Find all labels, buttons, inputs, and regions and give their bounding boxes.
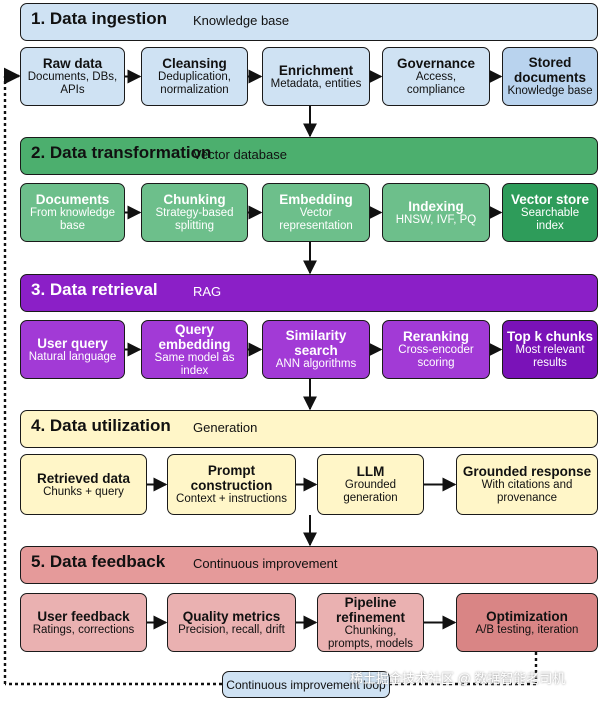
step-title: Prompt construction — [190, 462, 273, 494]
step-subtitle: Documents, DBs, APIs — [27, 71, 118, 97]
continuous-improvement-loop-label: Continuous improvement loop — [222, 671, 390, 698]
section-title: 3. Data retrieval — [31, 280, 158, 299]
section-subtitle: Generation — [193, 420, 258, 435]
step-title: User query — [37, 335, 108, 351]
step-title: Enrichment — [278, 62, 354, 78]
step-title: Similarity search — [285, 327, 347, 359]
step-subtitle: HNSW, IVF, PQ — [395, 213, 477, 226]
step-title: Stored documents — [513, 54, 586, 86]
section-title: 5. Data feedback — [31, 552, 166, 571]
step-title: Governance — [396, 56, 476, 72]
step-subtitle: Metadata, entities — [270, 77, 362, 90]
step-title: Top k chunks — [506, 329, 593, 345]
step-subtitle: Precision, recall, drift — [178, 623, 285, 636]
section-subtitle: Knowledge base — [193, 13, 290, 28]
step-title: User feedback — [37, 608, 130, 624]
step-subtitle: With citations and provenance — [481, 479, 573, 505]
step-subtitle: Same model as index — [154, 351, 235, 377]
step-title: Indexing — [408, 198, 464, 214]
step-subtitle: A/B testing, iteration — [475, 623, 579, 636]
section-subtitle: Continuous improvement — [193, 556, 338, 571]
step-subtitle: Deduplication, normalization — [158, 71, 231, 97]
step-subtitle: Strategy-based splitting — [155, 207, 234, 233]
section-banner-feedback: 5. Data feedback Continuous improvement — [20, 546, 598, 584]
step-title: Grounded response — [462, 464, 592, 480]
step-title: Vector store — [510, 192, 590, 208]
section-title: 1. Data ingestion — [31, 9, 168, 28]
step-subtitle: Searchable index — [520, 207, 580, 233]
step-subtitle: Vector representation — [279, 207, 353, 233]
step-subtitle: Most relevant results — [515, 344, 585, 370]
step-title: Pipeline refinement — [335, 594, 406, 625]
step-title: Documents — [35, 192, 110, 208]
step-subtitle: Ratings, corrections — [32, 623, 135, 636]
step-subtitle: Chunks + query — [43, 485, 124, 498]
section-banner-retrieval: 3. Data retrieval RAG — [20, 274, 598, 312]
step-title: Embedding — [279, 192, 353, 208]
section-banner-transformation: 2. Data transformation Vector database — [20, 137, 598, 175]
section-banner-utilization: 4. Data utilization Generation — [20, 410, 598, 448]
step-subtitle: Chunking, prompts, models — [327, 624, 413, 650]
section-banner-ingestion: 1. Data ingestion Knowledge base — [20, 3, 598, 41]
step-title: Quality metrics — [182, 608, 281, 624]
step-subtitle: ANN algorithms — [275, 358, 357, 371]
step-title: Reranking — [402, 329, 470, 345]
step-subtitle: Knowledge base — [507, 85, 593, 98]
step-title: LLM — [356, 464, 385, 480]
step-title: Retrieved data — [36, 470, 131, 486]
step-subtitle: Grounded generation — [343, 479, 398, 505]
step-title: Optimization — [486, 608, 568, 624]
step-subtitle: From knowledge base — [29, 207, 115, 233]
step-title: Chunking — [163, 192, 226, 208]
section-subtitle: Vector database — [193, 147, 287, 162]
section-title: 2. Data transformation — [31, 143, 212, 162]
step-subtitle: Access, compliance — [406, 71, 466, 97]
section-title: 4. Data utilization — [31, 416, 171, 435]
step-subtitle: Cross-encoder scoring — [398, 344, 474, 370]
step-title: Raw data — [42, 56, 103, 72]
step-subtitle: Context + instructions — [176, 493, 287, 506]
watermark: 稀土掘金技术社区 @ 数据智能老司机 — [350, 671, 566, 686]
step-title: Query embedding — [158, 321, 231, 352]
step-subtitle: Natural language — [28, 350, 117, 363]
step-title: Cleansing — [162, 56, 227, 72]
section-subtitle: RAG — [193, 284, 222, 299]
